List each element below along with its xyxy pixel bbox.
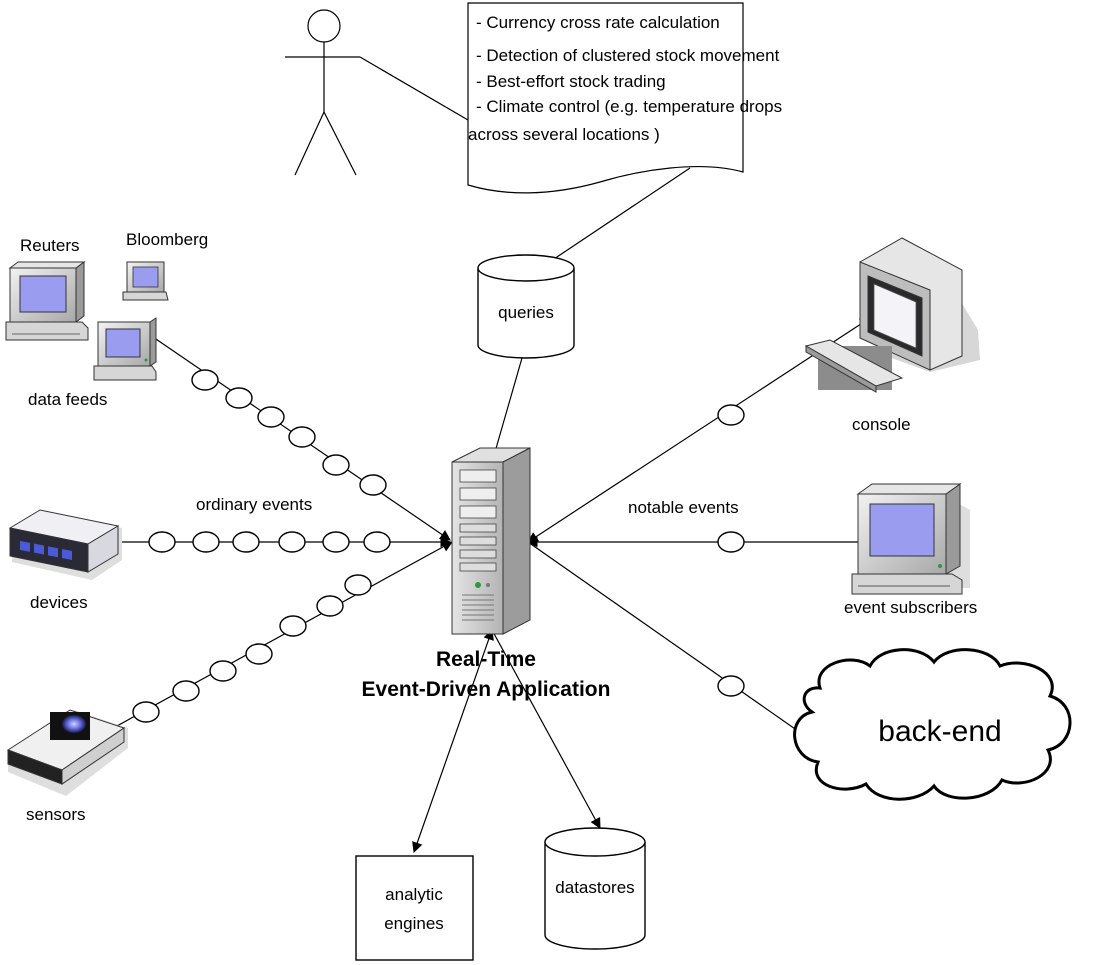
datastores-line (491, 629, 601, 829)
ordinary-events-label: ordinary events (196, 495, 312, 514)
event-token (344, 574, 372, 596)
data-feeds-label: data feeds (28, 390, 107, 409)
backend-stream-line (527, 541, 809, 739)
backend-cloud-icon: back-end (793, 648, 1072, 801)
actor-note-connector (359, 56, 469, 121)
event-token (192, 531, 220, 553)
note-queries-connector (544, 167, 691, 266)
reuters-workstation-icon (5, 261, 89, 341)
event-token (363, 531, 391, 553)
note-line-4: - Climate control (e.g. temperature drop… (476, 97, 782, 116)
event-token (209, 660, 237, 682)
queries-datastore-icon: queries (477, 254, 575, 359)
subscribers-event-token (717, 531, 745, 553)
analytic-engines-label-line-1: analytic (385, 885, 443, 904)
event-token (322, 531, 350, 553)
event-token (148, 531, 176, 553)
app-title-line-2: Event-Driven Application (362, 678, 611, 701)
event-subscriber-workstation-icon (851, 483, 970, 595)
note-line-1: - Currency cross rate calculation (476, 13, 720, 32)
event-token (172, 680, 200, 702)
use-cases-note: - Currency cross rate calculation - Dete… (467, 2, 782, 194)
note-line-3: - Best-effort stock trading (476, 72, 666, 91)
app-title-line-1: Real-Time (436, 648, 536, 671)
event-token (257, 406, 285, 428)
backend-event-token (717, 675, 745, 697)
event-token (322, 454, 350, 476)
datastores-cylinder-icon: datastores (544, 827, 646, 950)
console-event-token (717, 404, 745, 426)
event-token (278, 531, 306, 553)
queries-server-connector (494, 357, 523, 453)
sensor-box-icon (6, 709, 128, 796)
event-token (316, 595, 344, 617)
sensors-label: sensors (26, 805, 86, 824)
console-label: console (852, 415, 911, 434)
datastores-label: datastores (555, 878, 634, 897)
data-feeds-event-chain (191, 369, 387, 496)
event-token (359, 474, 387, 496)
event-token (225, 387, 253, 409)
server-tower-icon (451, 447, 531, 635)
reuters-label: Reuters (20, 236, 80, 255)
notable-events-label: notable events (628, 498, 739, 517)
event-token (232, 531, 260, 553)
devices-event-chain (148, 531, 391, 553)
event-token (245, 643, 273, 665)
user-actor-icon (285, 9, 360, 176)
sensors-event-chain (132, 574, 372, 723)
devices-label: devices (30, 593, 88, 612)
event-token (279, 615, 307, 637)
note-line-2: - Detection of clustered stock movement (476, 46, 780, 65)
event-subscribers-label: event subscribers (844, 598, 977, 617)
device-box-icon (8, 509, 122, 580)
queries-label: queries (498, 303, 554, 322)
bloomberg-workstation-icon (122, 261, 169, 301)
analytic-engines-line (412, 628, 494, 854)
bloomberg-label: Bloomberg (126, 230, 208, 249)
note-line-5: across several locations ) (468, 125, 660, 144)
data-feed-workstation-icon (93, 317, 157, 381)
event-token (132, 701, 160, 723)
console-terminal-icon (804, 237, 980, 393)
event-token (288, 426, 316, 448)
analytic-engines-box: analytic engines (355, 855, 474, 961)
event-token (191, 369, 219, 391)
analytic-engines-label-line-2: engines (384, 914, 444, 933)
backend-label: back-end (878, 715, 1001, 748)
